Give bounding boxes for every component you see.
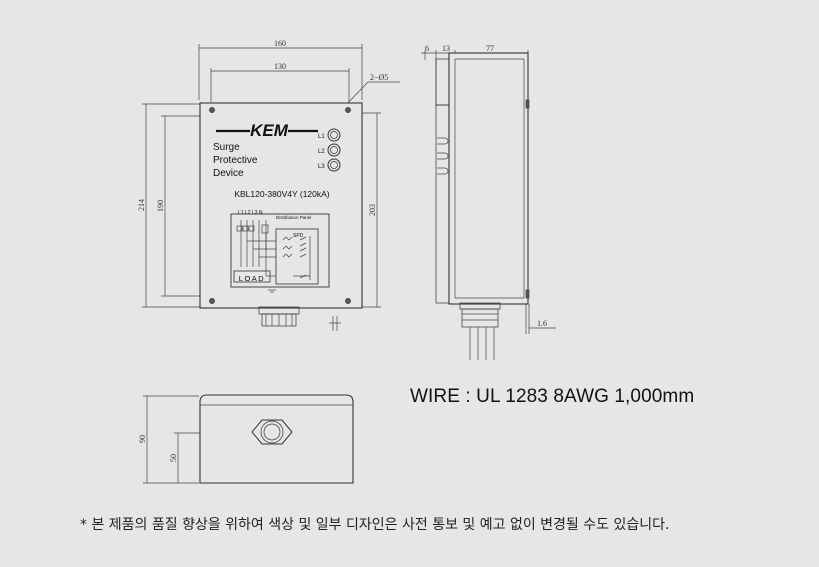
dim-height-inner: 190 xyxy=(156,200,165,212)
indicator-l1-label: L1 xyxy=(318,134,325,140)
title-line-1: Surge xyxy=(213,142,240,153)
footnote: * 본 제품의 품질 향상을 위하여 색상 및 일부 디자인은 사전 통보 및 … xyxy=(80,517,670,533)
wire-spec: WIRE : UL 1283 8AWG 1,000mm xyxy=(410,386,695,407)
panel-label: Distribution Panel xyxy=(276,215,311,220)
spd-label: SPD xyxy=(293,233,304,239)
dim-width-inner: 130 xyxy=(274,62,286,71)
dim-width-outer: 160 xyxy=(274,39,286,48)
indicator-l2-label: L2 xyxy=(318,149,325,155)
front-view xyxy=(142,44,400,331)
bottom-view xyxy=(143,394,354,484)
title-line-3: Device xyxy=(213,168,244,179)
load-label: LOAD xyxy=(239,274,265,283)
model-number: KBL120-380V4Y (120kA) xyxy=(234,189,329,199)
dim-side-a: 6 xyxy=(425,44,429,53)
dim-side-d: 1.6 xyxy=(537,319,547,328)
indicator-l3-label: L3 xyxy=(318,164,325,170)
title-line-2: Protective xyxy=(213,155,258,166)
brand-logo: KEM xyxy=(250,121,289,140)
dim-bottom-height: 90 xyxy=(138,435,147,443)
dim-side-c: 77 xyxy=(486,44,494,53)
side-view xyxy=(421,50,556,360)
dim-bottom-offset: 50 xyxy=(169,454,178,462)
dim-hole-note: 2−Ø5 xyxy=(370,73,388,82)
dim-height-outer: 214 xyxy=(137,199,146,211)
dim-side-b: 13 xyxy=(442,44,450,53)
dim-height-right: 203 xyxy=(368,204,377,216)
terminal-labels: L1 L2 L3 N xyxy=(238,210,263,216)
